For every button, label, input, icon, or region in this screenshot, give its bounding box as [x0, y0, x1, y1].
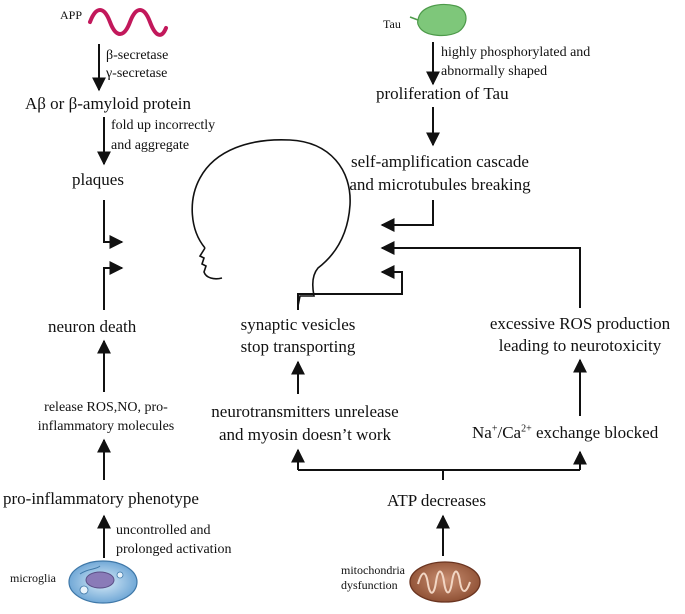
ros-label-2: leading to neurotoxicity [498, 336, 662, 355]
fold-label-2: and aggregate [111, 138, 190, 153]
activation-label-1: uncontrolled and [116, 523, 211, 538]
arrow-ros-to-head [380, 241, 581, 308]
release-label-2: inflammatory molecules [37, 419, 175, 434]
cascade-label-1: self-amplification cascade [351, 152, 529, 171]
arrow-cascade-to-head [380, 200, 434, 232]
exchange-ca-charge: 2+ [521, 423, 532, 435]
secretase-beta-label: β-secretase [106, 48, 169, 63]
head-profile-icon [191, 139, 351, 307]
exchange-ca: /Ca [497, 423, 522, 442]
neurotrans-label-1: neurotransmitters unrelease [211, 402, 399, 421]
exchange-rest: exchange blocked [531, 423, 659, 442]
arrows [92, 42, 587, 558]
vesicles-label-1: synaptic vesicles [240, 315, 356, 334]
neuron-death-label: neuron death [48, 317, 137, 336]
mito-label-2: dysfunction [341, 578, 398, 592]
arrow-plaques-to-head [103, 200, 124, 249]
atp-label: ATP decreases [387, 491, 486, 510]
ros-label-1: excessive ROS production [489, 314, 671, 333]
proliferation-label: proliferation of Tau [376, 84, 509, 103]
tau-protein-icon [409, 3, 467, 37]
cascade-label-2: and microtubules breaking [349, 175, 531, 194]
vesicles-label-2: stop transporting [240, 337, 356, 356]
phospho-label-2: abnormally shaped [441, 64, 548, 79]
dna-wave-icon [88, 8, 168, 37]
plaques-label: plaques [72, 170, 124, 189]
arrow-death-to-head [103, 261, 124, 310]
exchange-na-charge: + [491, 423, 498, 435]
arrow-vesicles-to-head [297, 265, 403, 310]
neurotrans-label-2: and myosin doesn’t work [218, 425, 392, 444]
phospho-label-1: highly phosphorylated and [441, 45, 591, 60]
exchange-label: Na+/Ca2+ exchange blocked [472, 423, 658, 443]
mito-label-1: mitochondria [341, 563, 405, 577]
mitochondria-icon [409, 561, 481, 603]
secretase-gamma-label: γ-secretase [106, 66, 168, 81]
microglia-cell-icon [68, 560, 138, 604]
microglia-label: microglia [10, 571, 56, 585]
activation-label-2: prolonged activation [116, 542, 232, 557]
abeta-label: Aβ or β-amyloid protein [25, 94, 192, 113]
release-label-1: release ROS,NO, pro- [44, 400, 168, 415]
exchange-na: Na [472, 423, 492, 442]
tau-label: Tau [383, 17, 401, 31]
fold-label-1: fold up incorrectly [111, 118, 216, 133]
pro-phenotype-label: pro-inflammatory phenotype [3, 489, 199, 508]
app-label: APP [60, 8, 83, 22]
